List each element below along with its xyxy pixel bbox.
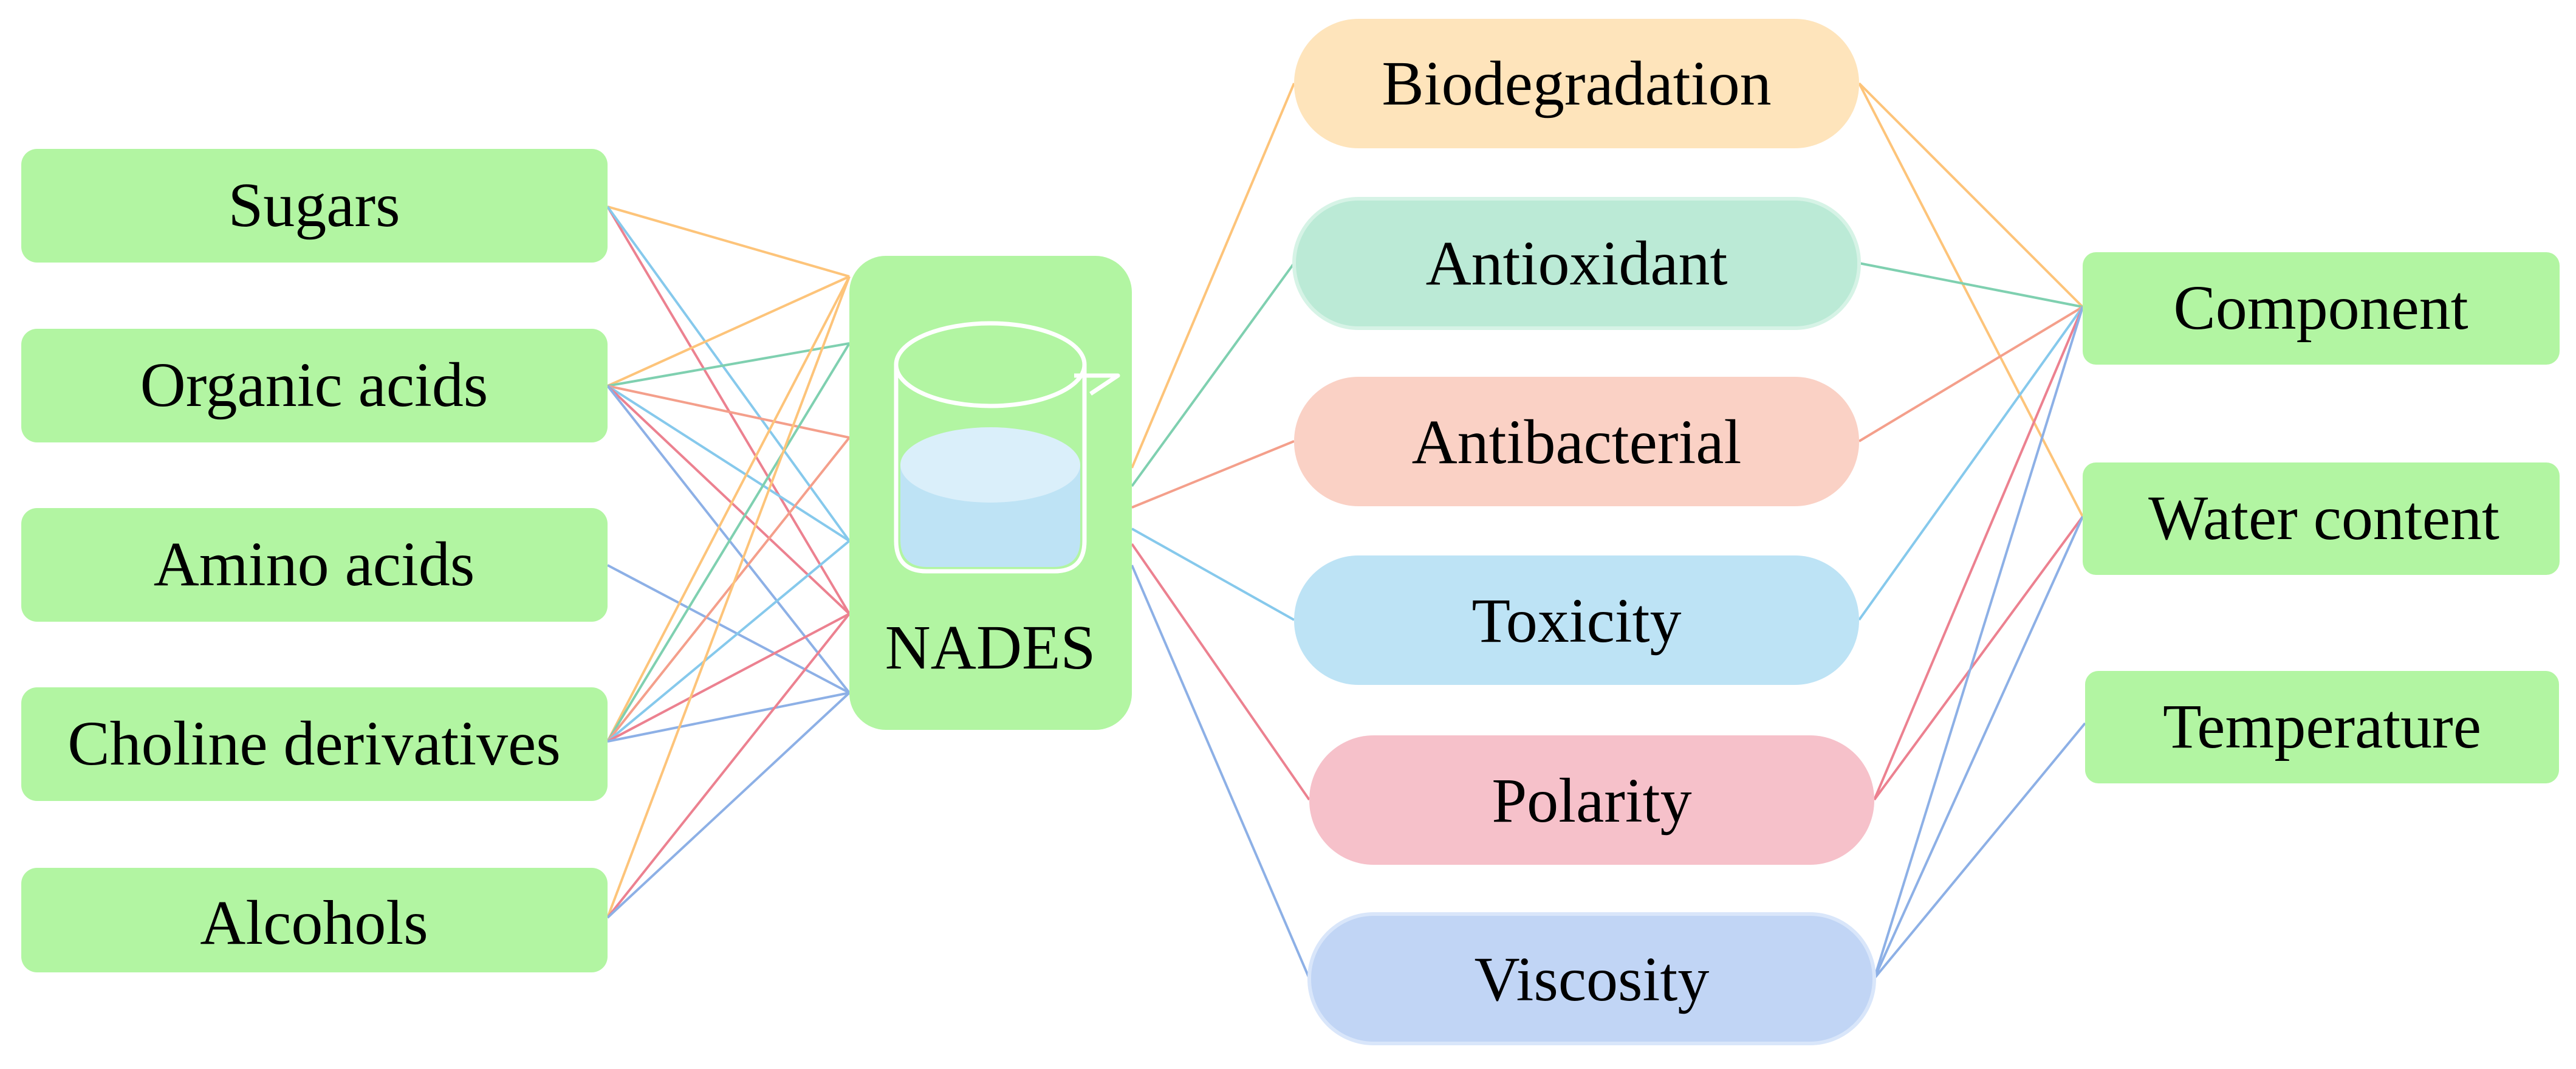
property-pill-bg	[1294, 377, 1859, 506]
source-connector-choline-derivatives	[607, 692, 850, 743]
source-box-bg	[21, 687, 608, 801]
property-label: Polarity	[1492, 766, 1691, 836]
source-connector-choline-derivatives	[606, 276, 851, 742]
factor-connector-biodegradation-component	[1858, 82, 2084, 308]
source-label: Organic acids	[140, 350, 488, 420]
source-connector-alcohols	[606, 692, 851, 919]
factor-label: Temperature	[2163, 692, 2481, 761]
nades-node: NADES	[849, 256, 1132, 730]
property-polarity: Polarity	[1309, 735, 1874, 865]
source-box-bg	[21, 329, 608, 442]
property-label: Toxicity	[1471, 586, 1681, 656]
source-label: Amino acids	[154, 529, 475, 599]
source-connector-amino-acids	[607, 564, 850, 694]
property-pill-bg	[1292, 197, 1861, 330]
property-pill-bg	[1294, 19, 1859, 148]
factor-box-bg	[2085, 671, 2559, 783]
source-connector-sugars	[606, 205, 851, 615]
property-pill-bg	[1307, 912, 1876, 1045]
factor-connector-viscosity-water-content	[1873, 516, 2084, 979]
source-connector-organic-acids	[607, 385, 850, 439]
source-connector-choline-derivatives	[606, 342, 851, 743]
factor-connectors	[1858, 82, 2086, 980]
property-label: Antibacterial	[1412, 407, 1742, 477]
factor-connector-polarity-component	[1873, 306, 2084, 800]
beaker-icon	[894, 321, 1120, 574]
source-connector-organic-acids	[607, 342, 850, 387]
factor-connector-viscosity-component	[1873, 306, 2084, 979]
property-label: Viscosity	[1475, 944, 1710, 1014]
nades-label: NADES	[885, 613, 1096, 682]
property-label: Antioxidant	[1426, 229, 1728, 298]
property-pill-bg	[1294, 555, 1859, 685]
factor-connector-antioxidant-component	[1858, 262, 2083, 308]
property-antioxidant: Antioxidant	[1292, 197, 1861, 330]
property-connector-antioxidant	[1131, 262, 1295, 487]
source-label: Sugars	[228, 170, 400, 240]
source-connector-organic-acids	[607, 275, 850, 387]
factor-box-bg	[2083, 252, 2560, 365]
factor-label: Component	[2173, 273, 2468, 343]
source-connector-choline-derivatives	[607, 613, 850, 743]
source-connectors	[606, 205, 851, 919]
source-label: Alcohols	[200, 888, 428, 958]
source-box-amino-acids: Amino acids	[21, 508, 608, 622]
property-connectors	[1131, 83, 1310, 979]
source-label: Choline derivatives	[67, 709, 561, 779]
source-connector-choline-derivatives	[606, 436, 851, 743]
source-box-bg	[21, 508, 608, 622]
source-box-bg	[21, 149, 608, 263]
factor-connector-toxicity-component	[1858, 306, 2084, 621]
factor-connector-polarity-water-content	[1873, 515, 2084, 801]
source-connector-sugars	[606, 205, 851, 542]
source-box-alcohols: Alcohols	[21, 868, 608, 972]
property-biodegradation: Biodegradation	[1294, 19, 1859, 148]
property-connector-polarity	[1131, 543, 1310, 801]
factor-box-component: Component	[2083, 252, 2560, 365]
source-box-sugars: Sugars	[21, 149, 608, 263]
factor-connector-viscosity-temperature	[1873, 722, 2086, 980]
property-pill-bg	[1309, 735, 1874, 865]
property-connector-biodegradation	[1131, 83, 1295, 469]
factor-box-temperature: Temperature	[2085, 671, 2559, 783]
factor-box-water-content: Water content	[2083, 462, 2560, 575]
source-connector-alcohols	[606, 613, 851, 919]
property-antibacterial: Antibacterial	[1294, 377, 1859, 506]
source-connector-choline-derivatives	[606, 540, 851, 743]
source-connector-organic-acids	[606, 385, 851, 615]
source-connector-organic-acids	[606, 385, 851, 542]
factor-connector-antibacterial-component	[1858, 306, 2084, 442]
source-box-choline-derivatives: Choline derivatives	[21, 687, 608, 801]
property-toxicity: Toxicity	[1294, 555, 1859, 685]
source-connector-sugars	[607, 205, 850, 278]
property-connector-antibacterial	[1131, 440, 1295, 509]
factor-box-bg	[2083, 462, 2560, 575]
property-connector-viscosity	[1131, 565, 1310, 979]
source-connector-organic-acids	[606, 385, 851, 694]
factor-connector-biodegradation-water-content	[1858, 83, 2084, 517]
factor-label: Water content	[2148, 483, 2499, 553]
property-viscosity: Viscosity	[1307, 912, 1876, 1045]
property-label: Biodegradation	[1382, 49, 1771, 119]
source-connector-alcohols	[606, 276, 851, 918]
source-box-bg	[21, 868, 608, 972]
source-box-organic-acids: Organic acids	[21, 329, 608, 442]
property-connector-toxicity	[1131, 528, 1295, 621]
